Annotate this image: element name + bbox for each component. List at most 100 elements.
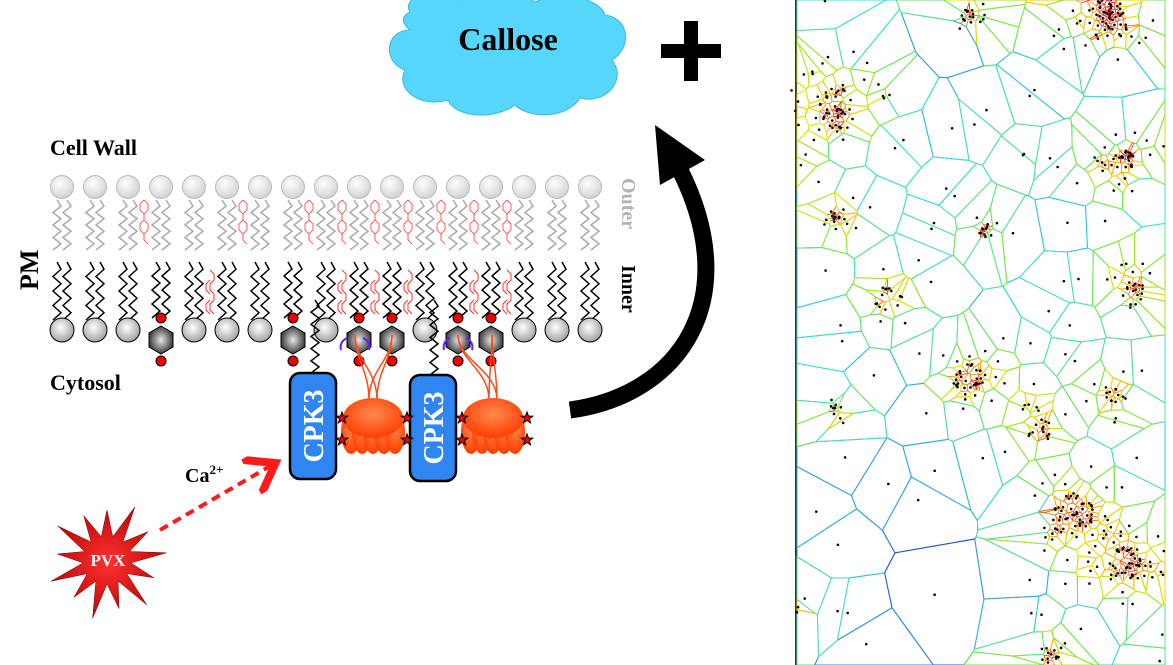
data-point xyxy=(1088,551,1091,554)
sterol-molecule xyxy=(403,199,413,245)
data-point xyxy=(1151,19,1155,22)
voronoi-cell xyxy=(1113,380,1130,395)
outer-lipid-head xyxy=(215,175,239,199)
data-point xyxy=(840,112,843,115)
data-point xyxy=(956,382,960,385)
voronoi-cell xyxy=(796,0,888,32)
voronoi-cell xyxy=(1074,11,1087,30)
voronoi-cell xyxy=(1051,385,1090,442)
data-point xyxy=(917,259,920,262)
data-point xyxy=(966,363,969,366)
data-point xyxy=(1077,277,1080,281)
data-point xyxy=(961,407,965,410)
data-point xyxy=(1120,571,1124,575)
voronoi-cell xyxy=(1100,336,1134,385)
data-point xyxy=(1135,456,1139,460)
data-point xyxy=(1108,17,1112,20)
data-point xyxy=(1127,524,1131,528)
inner-lipid-tail xyxy=(160,261,172,319)
voronoi-cell xyxy=(796,293,862,339)
voronoi-cell xyxy=(1122,604,1166,649)
data-point xyxy=(966,9,970,13)
data-point xyxy=(1114,567,1117,570)
data-point xyxy=(893,146,897,150)
inner-lipid-tail xyxy=(315,261,327,321)
data-point xyxy=(1119,23,1122,26)
data-point xyxy=(1114,387,1117,391)
data-point xyxy=(944,187,948,190)
data-point xyxy=(823,0,827,3)
data-point xyxy=(814,510,818,513)
cytosol-label: Cytosol xyxy=(50,370,121,395)
data-point xyxy=(1047,432,1051,436)
voronoi-cell xyxy=(1112,532,1130,543)
inner-lipid-tail xyxy=(249,261,261,321)
voronoi-cell xyxy=(845,283,878,319)
voronoi-cell xyxy=(1075,95,1127,146)
data-point xyxy=(829,405,833,408)
voronoi-cell xyxy=(956,311,980,362)
voronoi-cell xyxy=(797,129,830,159)
phosphorylation-star-icon xyxy=(399,410,415,425)
data-point xyxy=(819,103,822,106)
voronoi-cell xyxy=(883,382,949,447)
data-point xyxy=(1129,566,1132,570)
voronoi-cell xyxy=(859,313,894,351)
data-point xyxy=(829,210,833,213)
data-point xyxy=(889,289,893,293)
voronoi-cell xyxy=(1034,196,1089,253)
data-point xyxy=(963,19,967,22)
data-point xyxy=(832,412,836,416)
data-point xyxy=(843,112,847,116)
data-point xyxy=(1064,413,1067,416)
data-point xyxy=(981,381,984,384)
data-point xyxy=(985,108,988,112)
inner-lipid-tail xyxy=(183,261,195,321)
cpk3-lipid-anchor xyxy=(428,299,440,376)
outer-lipid-tail xyxy=(457,199,469,251)
data-point xyxy=(835,91,838,94)
phosphorylation-star-icon xyxy=(399,432,415,447)
voronoi-cell xyxy=(905,156,978,206)
outer-leaflet-label: Outer xyxy=(617,178,639,229)
outer-lipid-tail xyxy=(358,199,370,251)
voronoi-cell xyxy=(1118,500,1156,535)
remorin-oligomer xyxy=(454,398,535,454)
voronoi-cell xyxy=(978,388,1010,430)
data-point xyxy=(1096,159,1099,163)
data-point xyxy=(975,377,979,380)
data-point xyxy=(1108,13,1112,17)
data-point xyxy=(1121,11,1125,15)
data-point xyxy=(979,377,983,380)
data-point xyxy=(865,61,869,65)
phosphate-group xyxy=(155,355,167,367)
voronoi-cell xyxy=(987,228,1008,287)
sterol-molecule xyxy=(205,269,215,315)
data-point xyxy=(1121,395,1125,398)
outer-lipid-tail xyxy=(414,199,426,251)
voronoi-cell xyxy=(1018,250,1075,304)
inner-lipid-tail xyxy=(84,261,96,321)
voronoi-cell xyxy=(1092,240,1127,275)
data-point xyxy=(1116,11,1120,15)
data-point xyxy=(1074,524,1077,528)
voronoi-cell xyxy=(845,108,880,137)
data-point xyxy=(811,72,814,76)
inner-lipid-head xyxy=(577,317,603,343)
data-point xyxy=(1144,36,1148,40)
data-point xyxy=(1137,283,1141,287)
data-point xyxy=(1063,642,1067,645)
data-point xyxy=(1124,23,1127,26)
data-point xyxy=(838,125,841,129)
data-point xyxy=(1058,515,1062,519)
data-point xyxy=(1126,565,1129,569)
outer-lipid-tail xyxy=(249,199,261,251)
data-point xyxy=(1081,507,1084,511)
data-point xyxy=(1108,390,1112,394)
voronoi-cell xyxy=(796,508,896,579)
data-point xyxy=(1093,156,1096,159)
data-point xyxy=(1098,14,1101,18)
inner-lipid-tail xyxy=(457,261,469,319)
data-point xyxy=(1066,558,1069,562)
voronoi-cell xyxy=(796,115,810,142)
